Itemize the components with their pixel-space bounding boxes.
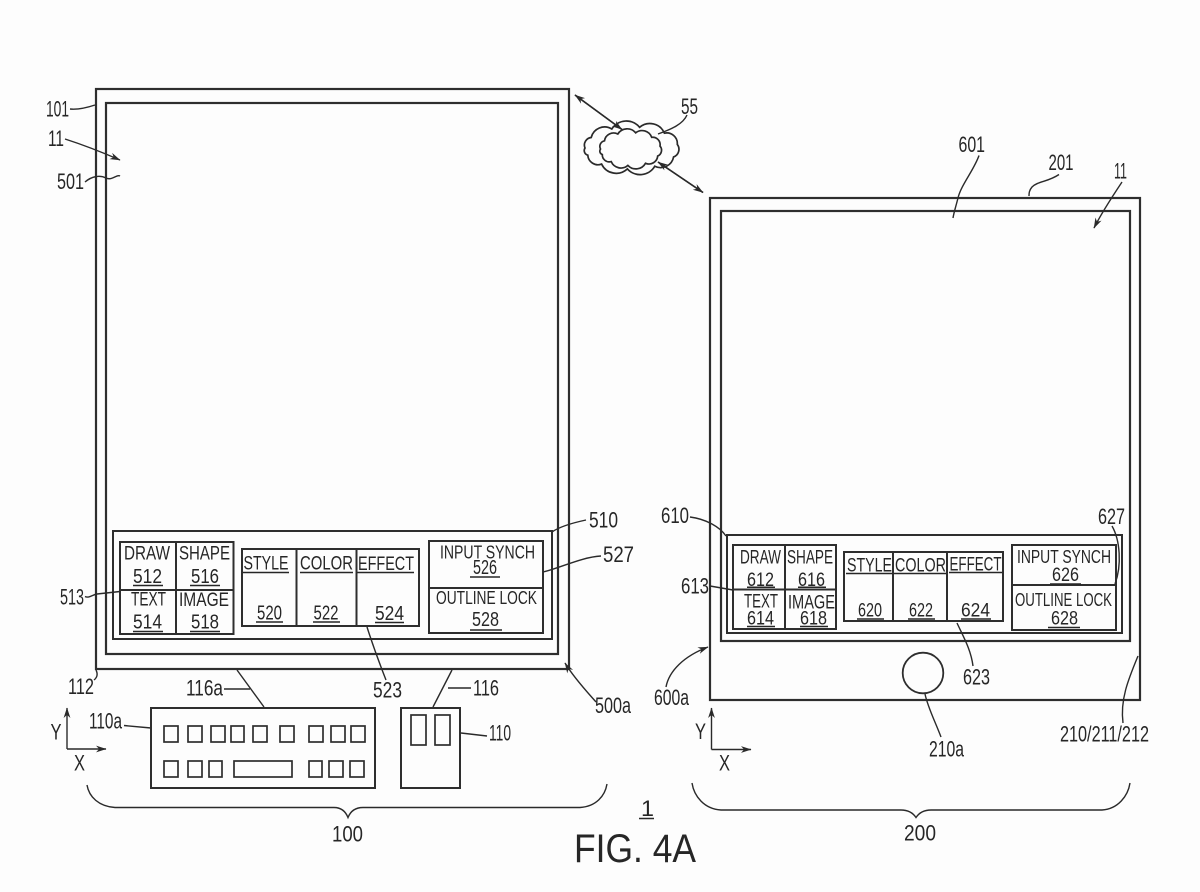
svg-text:200: 200 xyxy=(904,821,936,846)
svg-text:613: 613 xyxy=(681,574,709,599)
svg-text:11: 11 xyxy=(1114,159,1127,184)
svg-text:1: 1 xyxy=(641,796,654,821)
svg-text:55: 55 xyxy=(681,94,698,119)
svg-text:EFFECT: EFFECT xyxy=(358,554,414,575)
svg-text:528: 528 xyxy=(472,609,499,631)
svg-text:TEXT: TEXT xyxy=(131,590,166,611)
svg-text:513: 513 xyxy=(60,585,84,610)
svg-text:622: 622 xyxy=(909,601,933,622)
svg-text:116a: 116a xyxy=(186,676,224,701)
svg-text:628: 628 xyxy=(1051,609,1078,630)
svg-text:COLOR: COLOR xyxy=(300,554,353,575)
svg-text:624: 624 xyxy=(961,601,990,622)
svg-text:523: 523 xyxy=(373,678,402,703)
svg-text:514: 514 xyxy=(133,612,162,634)
svg-text:DRAW: DRAW xyxy=(740,548,781,569)
svg-text:OUTLINE LOCK: OUTLINE LOCK xyxy=(1015,590,1112,610)
svg-text:616: 616 xyxy=(798,570,825,591)
svg-text:100: 100 xyxy=(332,822,363,847)
svg-text:110: 110 xyxy=(489,721,511,746)
svg-text:627: 627 xyxy=(1098,504,1125,529)
svg-text:522: 522 xyxy=(314,603,339,625)
svg-text:Y: Y xyxy=(695,719,706,744)
svg-text:112: 112 xyxy=(68,674,94,699)
svg-text:510: 510 xyxy=(589,508,618,533)
svg-text:SHAPE: SHAPE xyxy=(179,544,230,565)
svg-text:623: 623 xyxy=(963,665,990,690)
svg-text:516: 516 xyxy=(191,566,219,588)
svg-text:INPUT SYNCH: INPUT SYNCH xyxy=(1017,547,1111,567)
svg-text:DRAW: DRAW xyxy=(124,544,170,565)
svg-text:612: 612 xyxy=(747,570,774,591)
svg-text:IMAGE: IMAGE xyxy=(788,593,835,614)
svg-text:601: 601 xyxy=(959,132,986,157)
svg-text:512: 512 xyxy=(133,566,162,588)
svg-text:X: X xyxy=(74,751,85,776)
svg-text:110a: 110a xyxy=(89,709,123,734)
svg-text:201: 201 xyxy=(1049,150,1074,175)
svg-text:TEXT: TEXT xyxy=(744,592,778,613)
svg-text:SHAPE: SHAPE xyxy=(787,548,833,569)
svg-text:626: 626 xyxy=(1052,565,1079,586)
svg-text:INPUT SYNCH: INPUT SYNCH xyxy=(440,542,535,563)
svg-text:X: X xyxy=(719,751,730,776)
svg-text:210a: 210a xyxy=(929,737,965,762)
svg-text:101: 101 xyxy=(46,97,69,122)
svg-text:614: 614 xyxy=(747,609,774,630)
svg-text:610: 610 xyxy=(661,503,689,528)
svg-text:526: 526 xyxy=(473,557,497,579)
svg-text:STYLE: STYLE xyxy=(244,554,289,575)
svg-text:FIG. 4A: FIG. 4A xyxy=(574,827,696,871)
svg-text:11: 11 xyxy=(48,126,64,151)
svg-text:116: 116 xyxy=(473,676,499,701)
svg-text:Y: Y xyxy=(51,720,62,745)
svg-text:520: 520 xyxy=(257,603,282,625)
svg-text:518: 518 xyxy=(191,612,219,634)
svg-text:600a: 600a xyxy=(654,685,690,710)
svg-text:COLOR: COLOR xyxy=(895,556,946,577)
svg-text:620: 620 xyxy=(858,601,882,622)
svg-text:524: 524 xyxy=(375,603,404,625)
svg-text:500a: 500a xyxy=(595,693,632,718)
svg-text:IMAGE: IMAGE xyxy=(179,590,229,611)
svg-text:210/211/212: 210/211/212 xyxy=(1060,722,1149,747)
svg-text:OUTLINE LOCK: OUTLINE LOCK xyxy=(436,587,537,608)
svg-text:STYLE: STYLE xyxy=(847,556,892,577)
svg-text:618: 618 xyxy=(800,609,827,630)
svg-text:527: 527 xyxy=(603,542,634,567)
svg-text:EFFECT: EFFECT xyxy=(950,555,1002,576)
svg-text:501: 501 xyxy=(57,169,84,194)
